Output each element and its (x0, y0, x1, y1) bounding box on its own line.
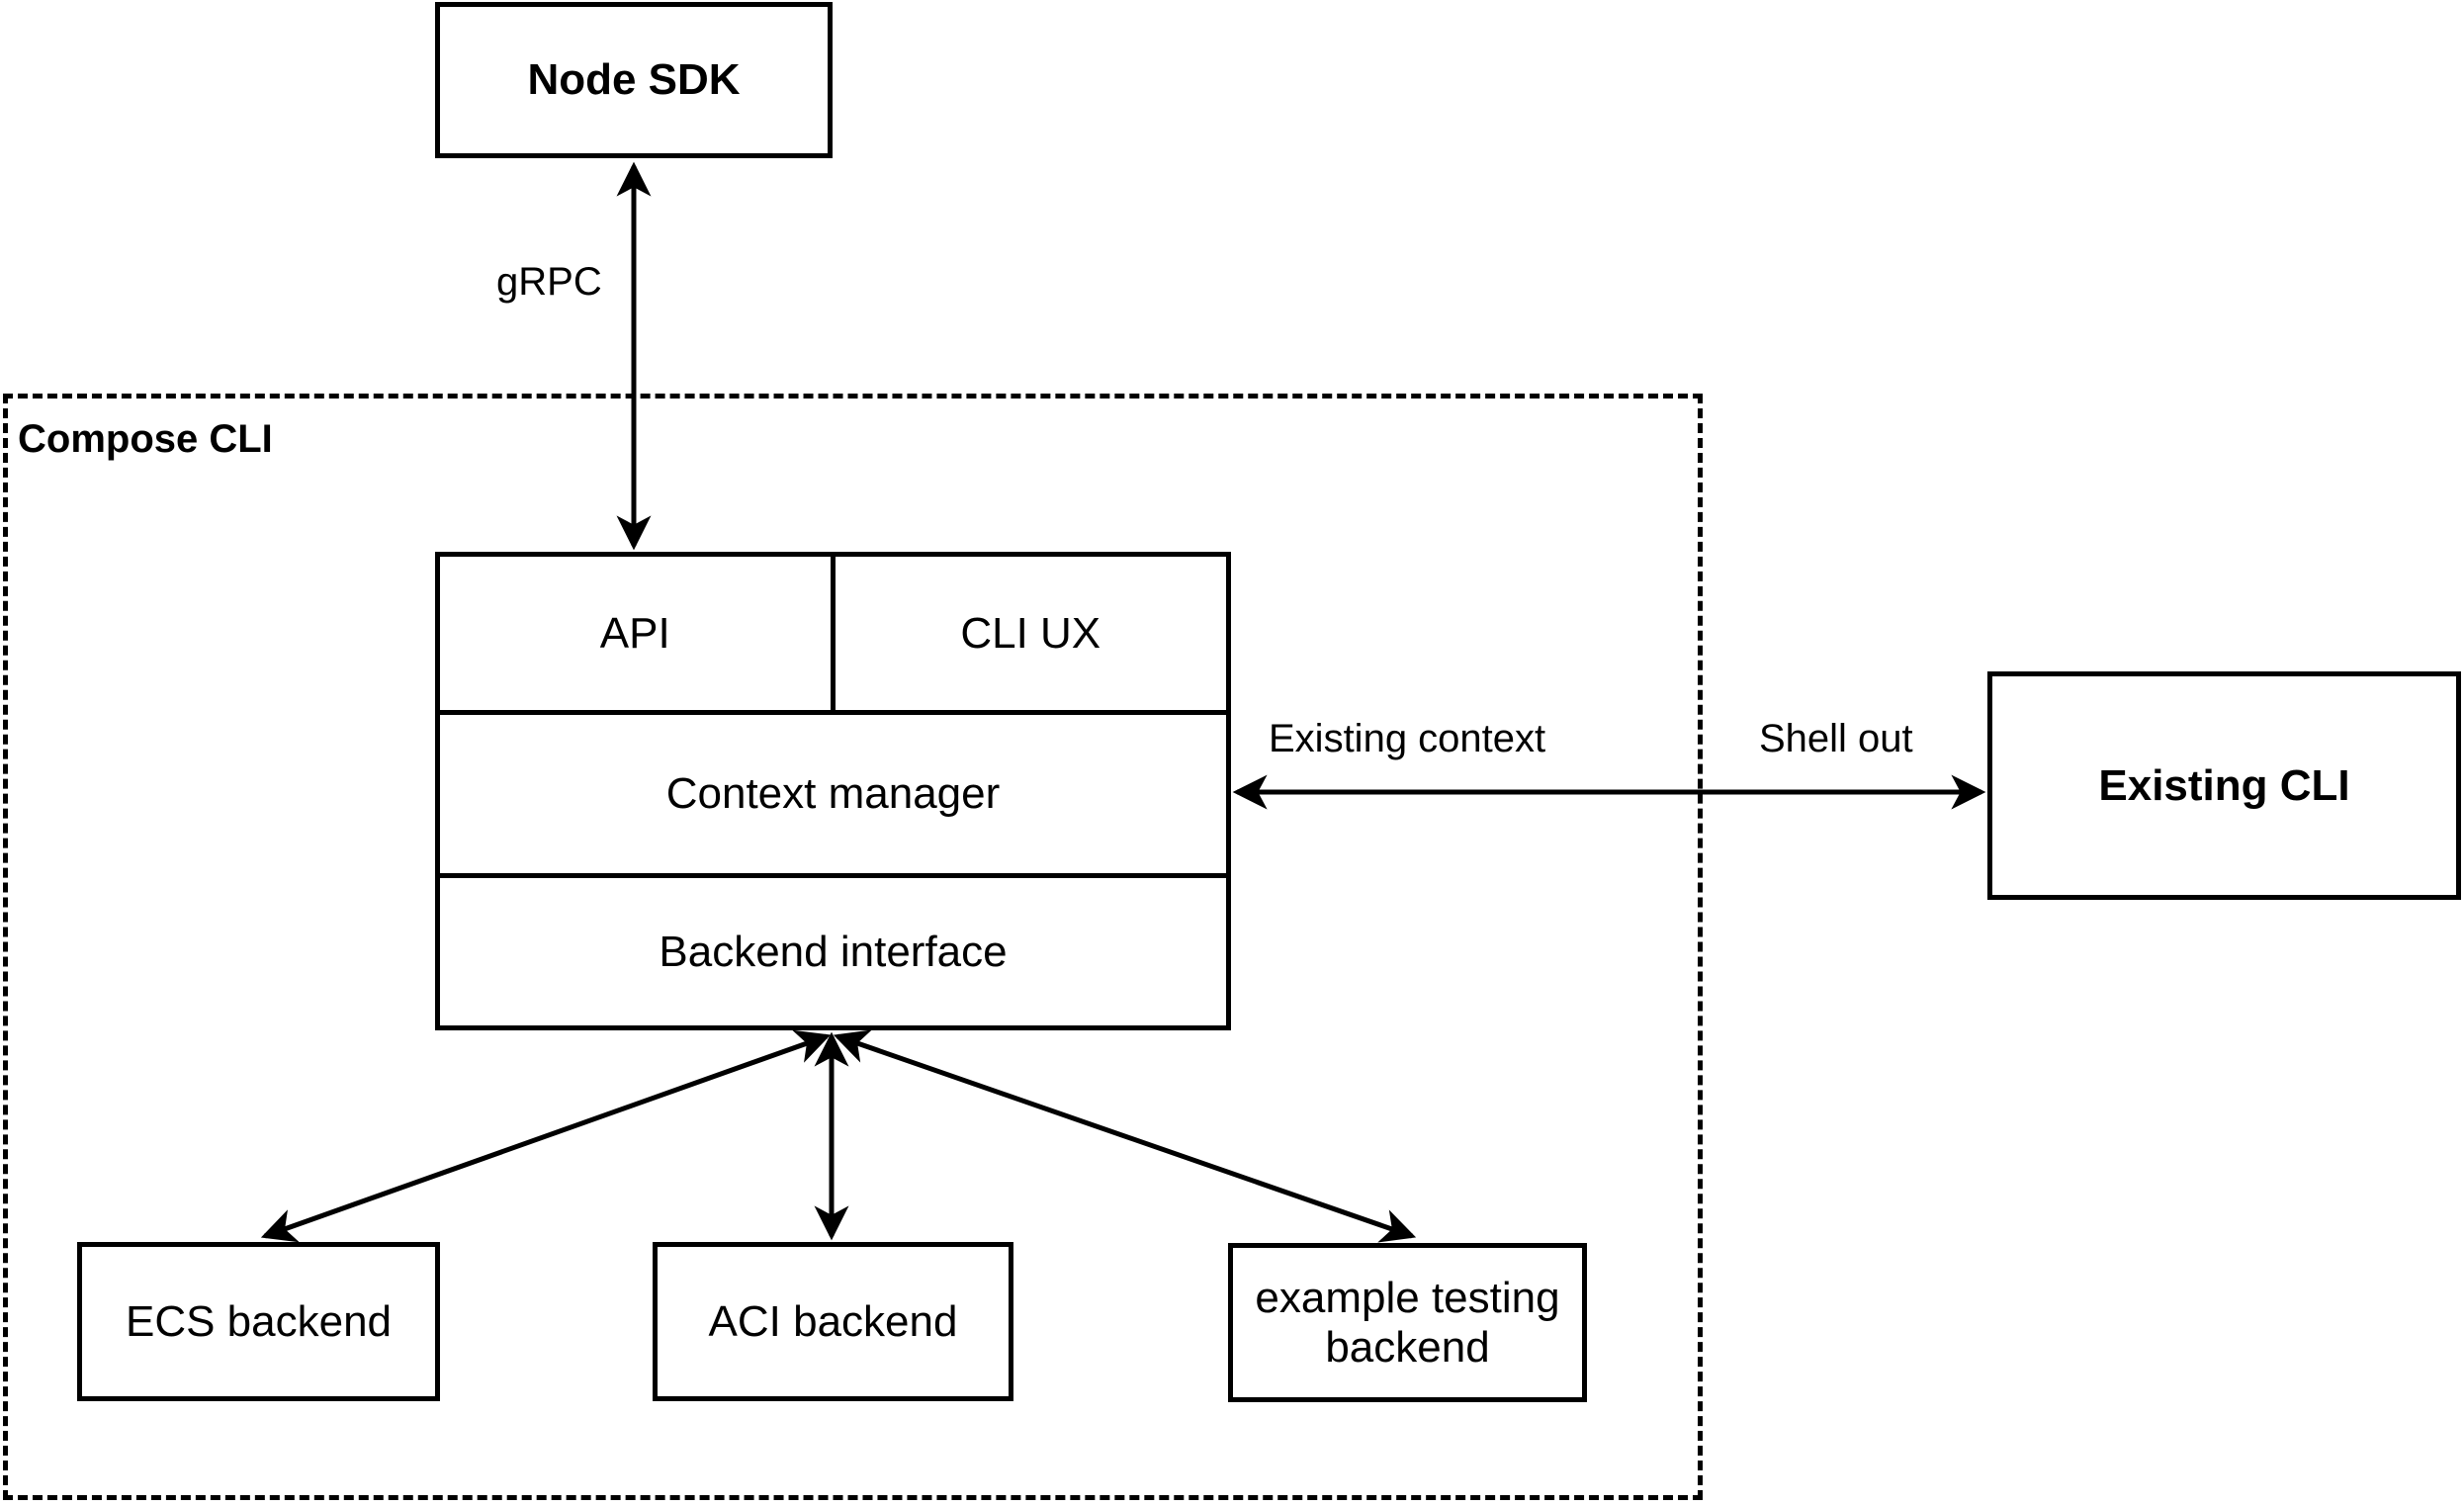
compose-cli-group (3, 394, 1703, 1500)
shell-out-edge-label: Shell out (1759, 717, 1913, 760)
panel-row-backend-interface[interactable]: Backend interface (440, 878, 1226, 1025)
existing-cli-label: Existing CLI (2098, 760, 2350, 810)
context-manager-label: Context manager (665, 769, 1001, 818)
example-testing-backend-line-1: example testing (1255, 1274, 1560, 1323)
panel-cell-backend-interface[interactable]: Backend interface (440, 878, 1226, 1025)
grpc-edge-label: gRPC (496, 260, 602, 304)
api-label: API (599, 608, 670, 658)
panel-cell-context-manager[interactable]: Context manager (440, 715, 1226, 873)
existing-context-edge-label: Existing context (1269, 717, 1546, 760)
panel-cell-api[interactable]: API (440, 557, 836, 710)
example-testing-backend-line-2: backend (1325, 1322, 1490, 1372)
backend-interface-label: Backend interface (659, 927, 1008, 976)
node-sdk-label: Node SDK (527, 55, 741, 105)
compose-cli-group-label: Compose CLI (18, 417, 273, 461)
ecs-backend-box[interactable]: ECS backend (77, 1242, 440, 1401)
example-testing-backend-label: example testing backend (1255, 1274, 1559, 1372)
example-testing-backend-box[interactable]: example testing backend (1228, 1243, 1587, 1402)
aci-backend-box[interactable]: ACI backend (653, 1242, 1013, 1401)
panel-row-api-cliux: API CLI UX (440, 557, 1226, 715)
aci-backend-label: ACI backend (708, 1296, 958, 1346)
existing-cli-box[interactable]: Existing CLI (1987, 671, 2461, 900)
panel-cell-cli-ux[interactable]: CLI UX (836, 557, 1227, 710)
node-sdk-box[interactable]: Node SDK (435, 2, 833, 158)
ecs-backend-label: ECS backend (125, 1296, 393, 1346)
cli-ux-label: CLI UX (960, 608, 1101, 658)
compose-cli-panel: API CLI UX Context manager Backend inter… (435, 552, 1231, 1030)
panel-row-context-manager[interactable]: Context manager (440, 715, 1226, 878)
